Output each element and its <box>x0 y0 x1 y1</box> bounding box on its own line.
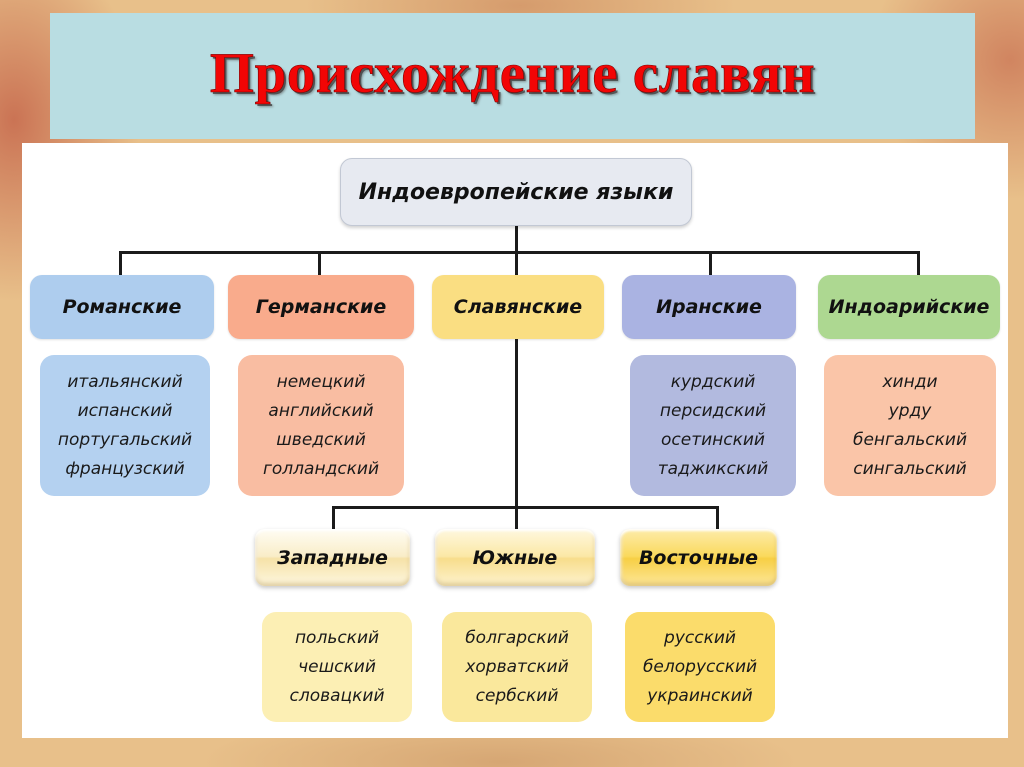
list-item: болгарский <box>465 627 569 648</box>
connector-slavic-stem <box>515 333 518 508</box>
node-branch-germanic[interactable]: Германские <box>228 275 414 339</box>
list-item: чешский <box>298 656 376 677</box>
node-subgroup-east[interactable]: Восточные <box>620 529 777 586</box>
list-indoaryan-languages: хинди урду бенгальский сингальский <box>824 355 996 496</box>
node-branch-slavic[interactable]: Славянские <box>432 275 604 339</box>
list-romance-languages: итальянский испанский португальский фран… <box>40 355 210 496</box>
node-branch-iranian[interactable]: Иранские <box>622 275 796 339</box>
list-item: испанский <box>77 400 173 421</box>
list-item: словацкий <box>289 685 385 706</box>
connector-drop-romance <box>119 251 122 275</box>
list-item: французский <box>65 458 185 479</box>
list-item: немецкий <box>276 371 366 392</box>
diagram-canvas: Индоевропейские языки Романские Германск… <box>22 143 1008 738</box>
connector-drop-germanic <box>318 251 321 275</box>
list-south-slavic-languages: болгарский хорватский сербский <box>442 612 592 722</box>
list-item: английский <box>268 400 374 421</box>
node-subgroup-south[interactable]: Южные <box>435 529 595 586</box>
node-subgroup-south-label: Южные <box>472 546 558 569</box>
node-branch-slavic-label: Славянские <box>453 296 583 318</box>
node-root-label: Индоевропейские языки <box>358 179 674 205</box>
list-west-slavic-languages: польский чешский словацкий <box>262 612 412 722</box>
list-item: сербский <box>475 685 559 706</box>
list-iranian-languages: курдский персидский осетинский таджикски… <box>630 355 796 496</box>
connector-branch-bus <box>119 251 919 254</box>
list-item: польский <box>294 627 380 648</box>
node-subgroup-west[interactable]: Западные <box>255 529 410 586</box>
list-item: персидский <box>659 400 767 421</box>
list-item: итальянский <box>67 371 183 392</box>
node-branch-indoaryan-label: Индоарийские <box>828 296 990 318</box>
node-subgroup-west-label: Западные <box>277 546 388 569</box>
list-east-slavic-languages: русский белорусский украинский <box>625 612 775 722</box>
list-item: хорватский <box>465 656 569 677</box>
list-item: украинский <box>647 685 753 706</box>
list-item: осетинский <box>661 429 765 450</box>
list-item: русский <box>664 627 736 648</box>
connector-drop-east <box>716 506 719 529</box>
list-item: сингальский <box>853 458 967 479</box>
connector-drop-iranian <box>709 251 712 275</box>
node-branch-romance[interactable]: Романские <box>30 275 214 339</box>
title-band: Происхождение славян <box>50 13 975 139</box>
list-item: курдский <box>670 371 756 392</box>
connector-subgroup-bus <box>332 506 718 509</box>
list-germanic-languages: немецкий английский шведский голландский <box>238 355 404 496</box>
list-item: таджикский <box>657 458 769 479</box>
list-item: шведский <box>276 429 366 450</box>
list-item: португальский <box>57 429 193 450</box>
list-item: бенгальский <box>852 429 967 450</box>
list-item: голландский <box>262 458 380 479</box>
list-item: урду <box>888 400 932 421</box>
node-branch-romance-label: Романские <box>62 296 182 318</box>
connector-drop-south <box>515 506 518 529</box>
connector-root-stem <box>515 225 518 253</box>
node-subgroup-east-label: Восточные <box>638 546 759 569</box>
node-branch-germanic-label: Германские <box>255 296 387 318</box>
connector-drop-west <box>332 506 335 529</box>
connector-drop-indoaryan <box>917 251 920 275</box>
list-item: белорусский <box>642 656 758 677</box>
list-item: хинди <box>882 371 938 392</box>
node-root-indo-european[interactable]: Индоевропейские языки <box>340 158 692 226</box>
connector-drop-slavic <box>515 251 518 275</box>
page-title: Происхождение славян <box>209 42 816 106</box>
node-branch-indoaryan[interactable]: Индоарийские <box>818 275 1000 339</box>
node-branch-iranian-label: Иранские <box>656 296 762 318</box>
